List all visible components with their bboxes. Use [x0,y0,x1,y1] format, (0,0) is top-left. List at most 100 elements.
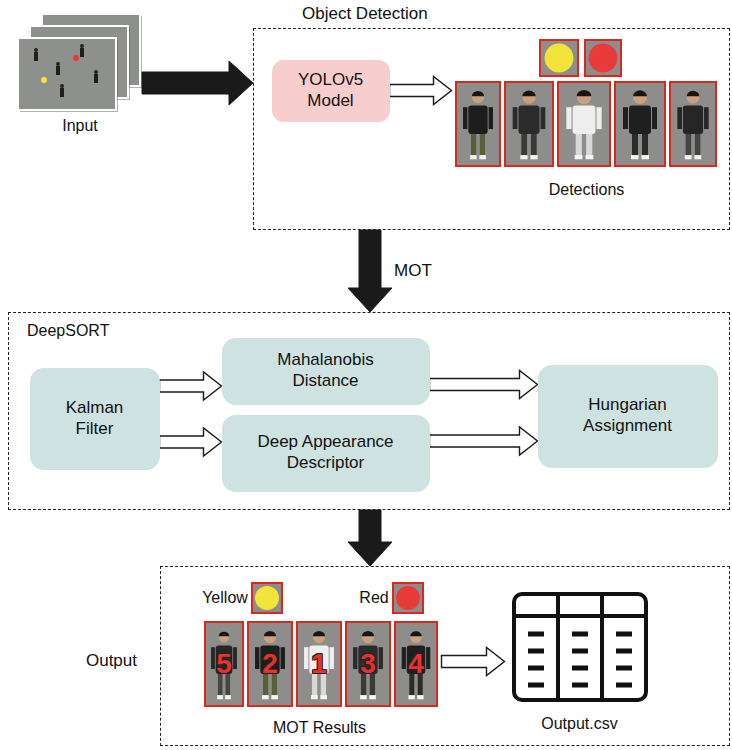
person-shoe [320,695,327,699]
person-arm [211,647,215,669]
person-head [687,91,700,104]
table-line [556,594,560,700]
ball [589,44,618,73]
person-head [219,632,230,643]
person-shoe [369,695,376,699]
person-arm [704,107,709,129]
stage-heading: DeepSORT [27,321,109,340]
person-arm [255,647,259,669]
person-head [362,631,374,643]
person-leg [521,132,527,156]
model-box: YOLOv5 Model [272,60,390,122]
person-leg [642,132,648,156]
node-label: Hungarian Assignment [568,395,688,436]
block-arrow [142,61,253,105]
ball-crop [393,583,423,613]
person-arm [281,647,285,669]
person-crop [615,82,665,166]
person-crop [395,622,437,706]
ball-label: Red [359,588,388,607]
hollow-arrow [160,428,222,456]
person-shoe [408,695,414,699]
process-box: Deep Appearance Descriptor [222,415,430,492]
person-leg [480,132,485,156]
table-icon [514,594,646,700]
stage-container: Object DetectionYOLOv5 ModelDetections [253,28,730,230]
tiny-person [94,74,98,83]
person-leg [632,132,638,156]
node-label: Kalman Filter [50,398,140,439]
person-shoe [311,695,318,699]
node-label: Deep Appearance Descriptor [241,432,411,473]
person-torso [629,106,651,135]
person-arm [426,647,430,669]
person-crop [456,82,500,166]
table-cell-mark [528,632,544,637]
person-shoe [586,155,594,159]
person-crop [558,82,610,166]
table-cell-mark [616,632,632,637]
person-crop [205,622,243,706]
ball-crop [540,40,578,76]
person-hair [577,90,592,96]
person-arm [541,107,546,129]
person-arm [402,647,406,669]
person-arm [489,107,493,129]
person-arm [623,107,628,129]
stage-heading: Output [86,651,137,671]
table-cell-mark [572,632,588,637]
person-shoe [520,155,527,159]
tiny-head [34,48,38,52]
person-arm [463,107,467,129]
ball [255,586,279,610]
person-hair [522,91,535,97]
table-cell-mark [528,649,544,654]
hollow-arrow [390,77,452,105]
person-arm [304,647,308,669]
hollow-arrow [160,372,222,400]
table-cell-mark [528,666,544,671]
person-leg [531,132,537,156]
node-label: Output.csv [541,714,617,734]
track-id: 1 [311,647,327,681]
ball-crop [585,40,621,76]
person-hair [410,631,422,636]
tiny-head [56,62,60,66]
person-hair [633,90,647,96]
person-shoe [685,155,692,159]
person-arm [513,107,518,129]
person-shoe [631,155,639,159]
process-box: Mahalanobis Distance [222,338,430,405]
person-hair [313,631,325,636]
person-shoe [575,155,583,159]
table-cell-mark [572,666,588,671]
table-cell-mark [528,683,544,688]
table-line [600,594,604,700]
person-crop [346,622,390,706]
person-head [633,90,647,104]
person-arm [596,107,601,129]
person-shoe [530,155,537,159]
csv-file: Output.csv [505,588,655,736]
track-id: 2 [262,647,278,681]
person-shoe [694,155,701,159]
person-shoe [217,695,223,699]
person-hair [264,631,276,636]
person-head [264,631,276,643]
person-head [410,631,422,643]
person-hair [219,632,230,637]
node-label: Input [62,116,98,136]
person-shoe [417,695,423,699]
person-crop [505,82,553,166]
tiny-head [80,44,84,48]
person-hair [472,91,484,96]
tiny-person [56,66,60,75]
tiny-person [34,52,38,61]
tiny-person [60,88,64,97]
ball-crop [252,583,282,613]
edge-label: MOT [392,261,434,281]
track-id: 3 [360,647,376,681]
person-leg [586,132,592,156]
ball [545,44,574,73]
